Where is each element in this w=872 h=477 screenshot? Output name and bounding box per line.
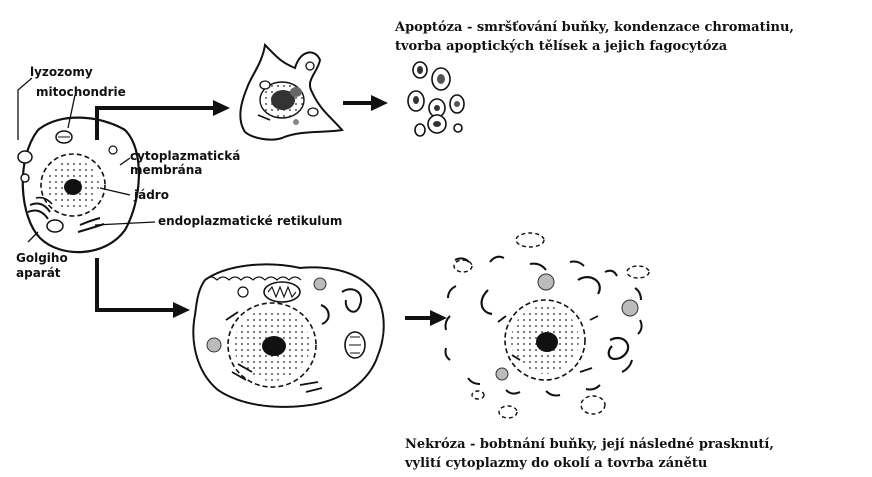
label-er: endoplazmatické retikulum	[158, 214, 342, 228]
label-golgi-line1: Golgiho	[16, 251, 68, 265]
label-golgi-line2: aparát	[16, 266, 61, 280]
necrosis-caption-line2: vylití cytoplazmy do okolí a tovrba záně…	[404, 456, 707, 471]
arrow-apoptotic-bodies	[343, 95, 388, 111]
normal-cell	[18, 118, 139, 253]
shrinking-cell	[240, 45, 342, 140]
label-mitochondria: mitochondrie	[36, 85, 126, 99]
apoptosis-caption-line2: tvorba apoptických tělísek a jejich fago…	[395, 39, 728, 54]
ruptured-cell	[446, 233, 650, 418]
swelling-cell	[193, 264, 383, 406]
arrow-to-necrosis	[97, 258, 190, 318]
label-membrane-line2: membrána	[130, 163, 202, 177]
apoptotic-bodies	[408, 62, 464, 136]
label-nucleus: jádro	[133, 188, 169, 202]
necrosis-caption-line1: Nekróza - bobtnání buňky, její následné …	[405, 437, 774, 452]
arrow-necrosis-rupture	[405, 310, 447, 326]
label-membrane-line1: cytoplazmatická	[130, 149, 240, 163]
apoptosis-caption-line1: Apoptóza - smršťování buňky, kondenzace …	[394, 20, 794, 35]
label-lysosomes: lyzozomy	[30, 65, 93, 79]
